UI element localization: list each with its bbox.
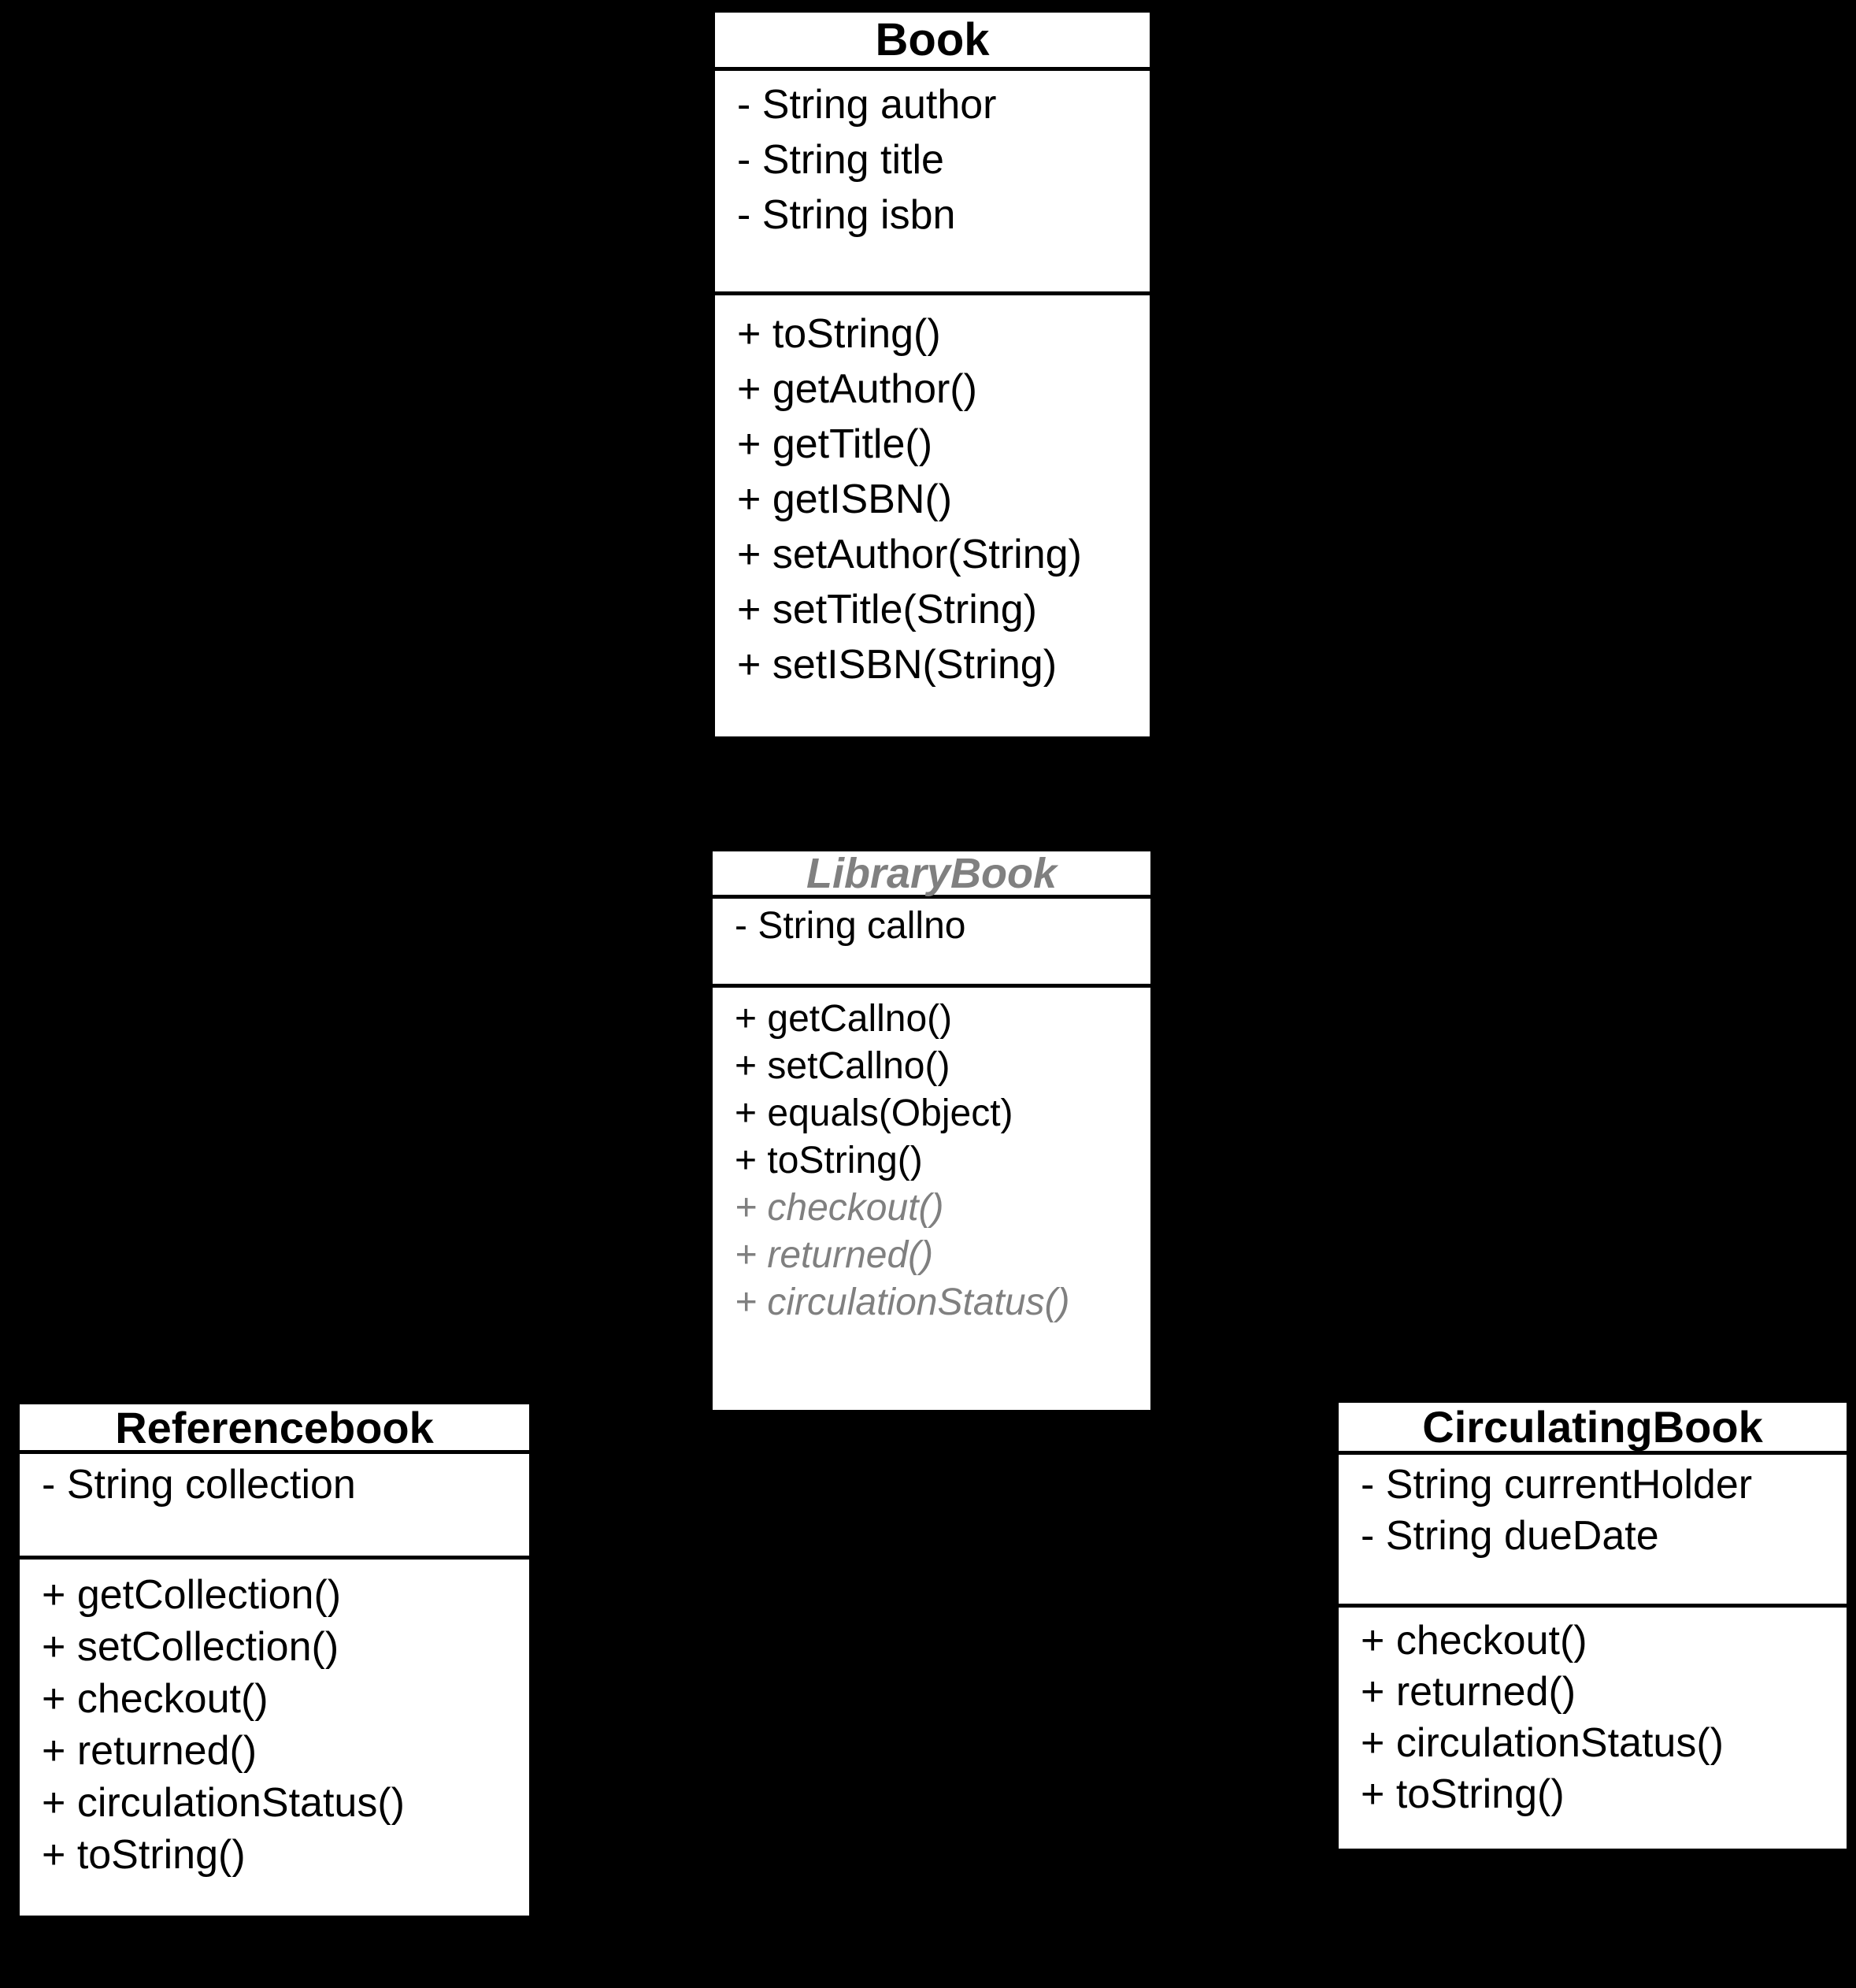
- attribute-row: - String isbn: [737, 192, 956, 238]
- method-row: + getISBN(): [737, 477, 953, 522]
- attribute-row: - String title: [737, 137, 944, 183]
- class-name-label: Referencebook: [115, 1402, 434, 1452]
- class-name-book: Book: [715, 13, 1150, 71]
- method-row-abstract: + checkout(): [735, 1187, 944, 1229]
- method-row: + equals(Object): [735, 1092, 1013, 1134]
- class-name-label: LibraryBook: [806, 849, 1058, 897]
- method-row: + returned(): [42, 1728, 257, 1774]
- method-row: + setAuthor(String): [737, 532, 1082, 577]
- method-row: + getCollection(): [42, 1572, 342, 1618]
- method-row: + toString(): [1361, 1771, 1565, 1817]
- class-name-referencebook: Referencebook: [20, 1402, 529, 1454]
- class-box-librarybook: LibraryBook - String callno + getCallno(…: [709, 847, 1154, 1414]
- method-row-abstract: + returned(): [735, 1234, 934, 1276]
- method-row: + getCallno(): [735, 998, 953, 1040]
- class-name-label: Book: [875, 14, 990, 65]
- class-name-circulatingbook: CirculatingBook: [1339, 1402, 1847, 1455]
- attribute-row: - String author: [737, 82, 997, 128]
- method-row: + checkout(): [42, 1676, 269, 1722]
- methods-compartment-circulatingbook: + checkout() + returned() + circulationS…: [1339, 1608, 1847, 1849]
- attribute-row: - String collection: [42, 1462, 356, 1508]
- attribute-row: - String callno: [735, 905, 966, 947]
- attributes-compartment-circulatingbook: - String currentHolder - String dueDate: [1339, 1455, 1847, 1608]
- method-row: + circulationStatus(): [1361, 1720, 1724, 1766]
- method-row: + toString(): [737, 311, 941, 357]
- method-row-abstract: + circulationStatus(): [735, 1281, 1070, 1323]
- method-row: + setISBN(String): [737, 642, 1058, 688]
- method-row: + toString(): [42, 1832, 246, 1878]
- method-row: + getAuthor(): [737, 366, 977, 412]
- methods-compartment-librarybook: + getCallno() + setCallno() + equals(Obj…: [713, 988, 1150, 1410]
- method-row: + setCallno(): [735, 1045, 950, 1087]
- class-name-label: CirculatingBook: [1422, 1402, 1763, 1452]
- class-box-referencebook: Referencebook - String collection + getC…: [16, 1400, 533, 1919]
- methods-compartment-book: + toString() + getAuthor() + getTitle() …: [715, 295, 1150, 736]
- attributes-compartment-librarybook: - String callno: [713, 899, 1150, 988]
- attributes-compartment-book: - String author - String title - String …: [715, 71, 1150, 295]
- class-box-book: Book - String author - String title - St…: [711, 9, 1154, 740]
- class-name-librarybook: LibraryBook: [713, 849, 1150, 899]
- method-row: + circulationStatus(): [42, 1780, 405, 1826]
- attributes-compartment-referencebook: - String collection: [20, 1454, 529, 1560]
- methods-compartment-referencebook: + getCollection() + setCollection() + ch…: [20, 1560, 529, 1916]
- attribute-row: - String dueDate: [1361, 1513, 1659, 1559]
- method-row: + checkout(): [1361, 1618, 1587, 1663]
- method-row: + getTitle(): [737, 421, 933, 467]
- method-row: + setCollection(): [42, 1624, 339, 1670]
- method-row: + setTitle(String): [737, 587, 1037, 632]
- attribute-row: - String currentHolder: [1361, 1462, 1753, 1508]
- method-row: + toString(): [735, 1140, 923, 1181]
- class-box-circulatingbook: CirculatingBook - String currentHolder -…: [1335, 1399, 1850, 1853]
- method-row: + returned(): [1361, 1669, 1576, 1715]
